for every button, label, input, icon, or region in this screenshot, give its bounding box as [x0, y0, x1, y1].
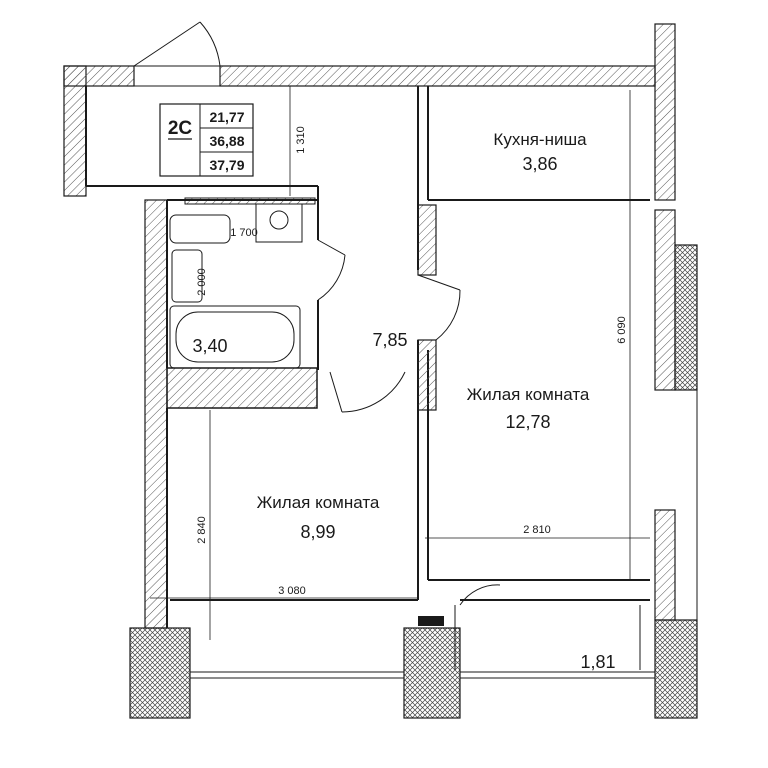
dim-living-large-width: 2 810: [523, 524, 551, 536]
bathroom-area: 3,40: [192, 336, 227, 356]
dim-living-large-height: 6 090: [616, 316, 628, 344]
dim-living-small-width: 3 080: [278, 585, 306, 597]
apartment-badge: 2С 21,77 36,88 37,79: [159, 103, 254, 177]
kitchen-label: Кухня-ниша: [493, 130, 587, 149]
apartment-code: 2С: [168, 118, 193, 139]
balcony-area: 1,81: [580, 652, 615, 672]
balcony-glazing: [190, 245, 698, 710]
interior-walls: [85, 86, 650, 628]
area-total-balcony-value: 37,79: [209, 157, 244, 173]
kitchen-area: 3,86: [522, 154, 557, 174]
dimension-lines: [150, 86, 650, 640]
exterior-walls: [63, 23, 698, 719]
living-small-label: Жилая комната: [257, 493, 380, 512]
dim-living-small-height: 2 840: [196, 516, 208, 544]
area-total-value: 36,88: [209, 133, 244, 149]
dim-entry-height: 1 310: [295, 126, 307, 154]
dim-bath-width: 1 700: [230, 227, 258, 239]
living-large-label: Жилая комната: [467, 385, 590, 404]
living-small-area: 8,99: [300, 522, 335, 542]
dim-bath-length: 2 000: [196, 268, 208, 296]
interior-doors: [317, 239, 461, 413]
hallway-area: 7,85: [372, 330, 407, 350]
bathroom-fixtures: [169, 203, 303, 369]
entry-door: [133, 21, 221, 87]
area-living-value: 21,77: [209, 109, 244, 125]
living-large-area: 12,78: [505, 412, 550, 432]
